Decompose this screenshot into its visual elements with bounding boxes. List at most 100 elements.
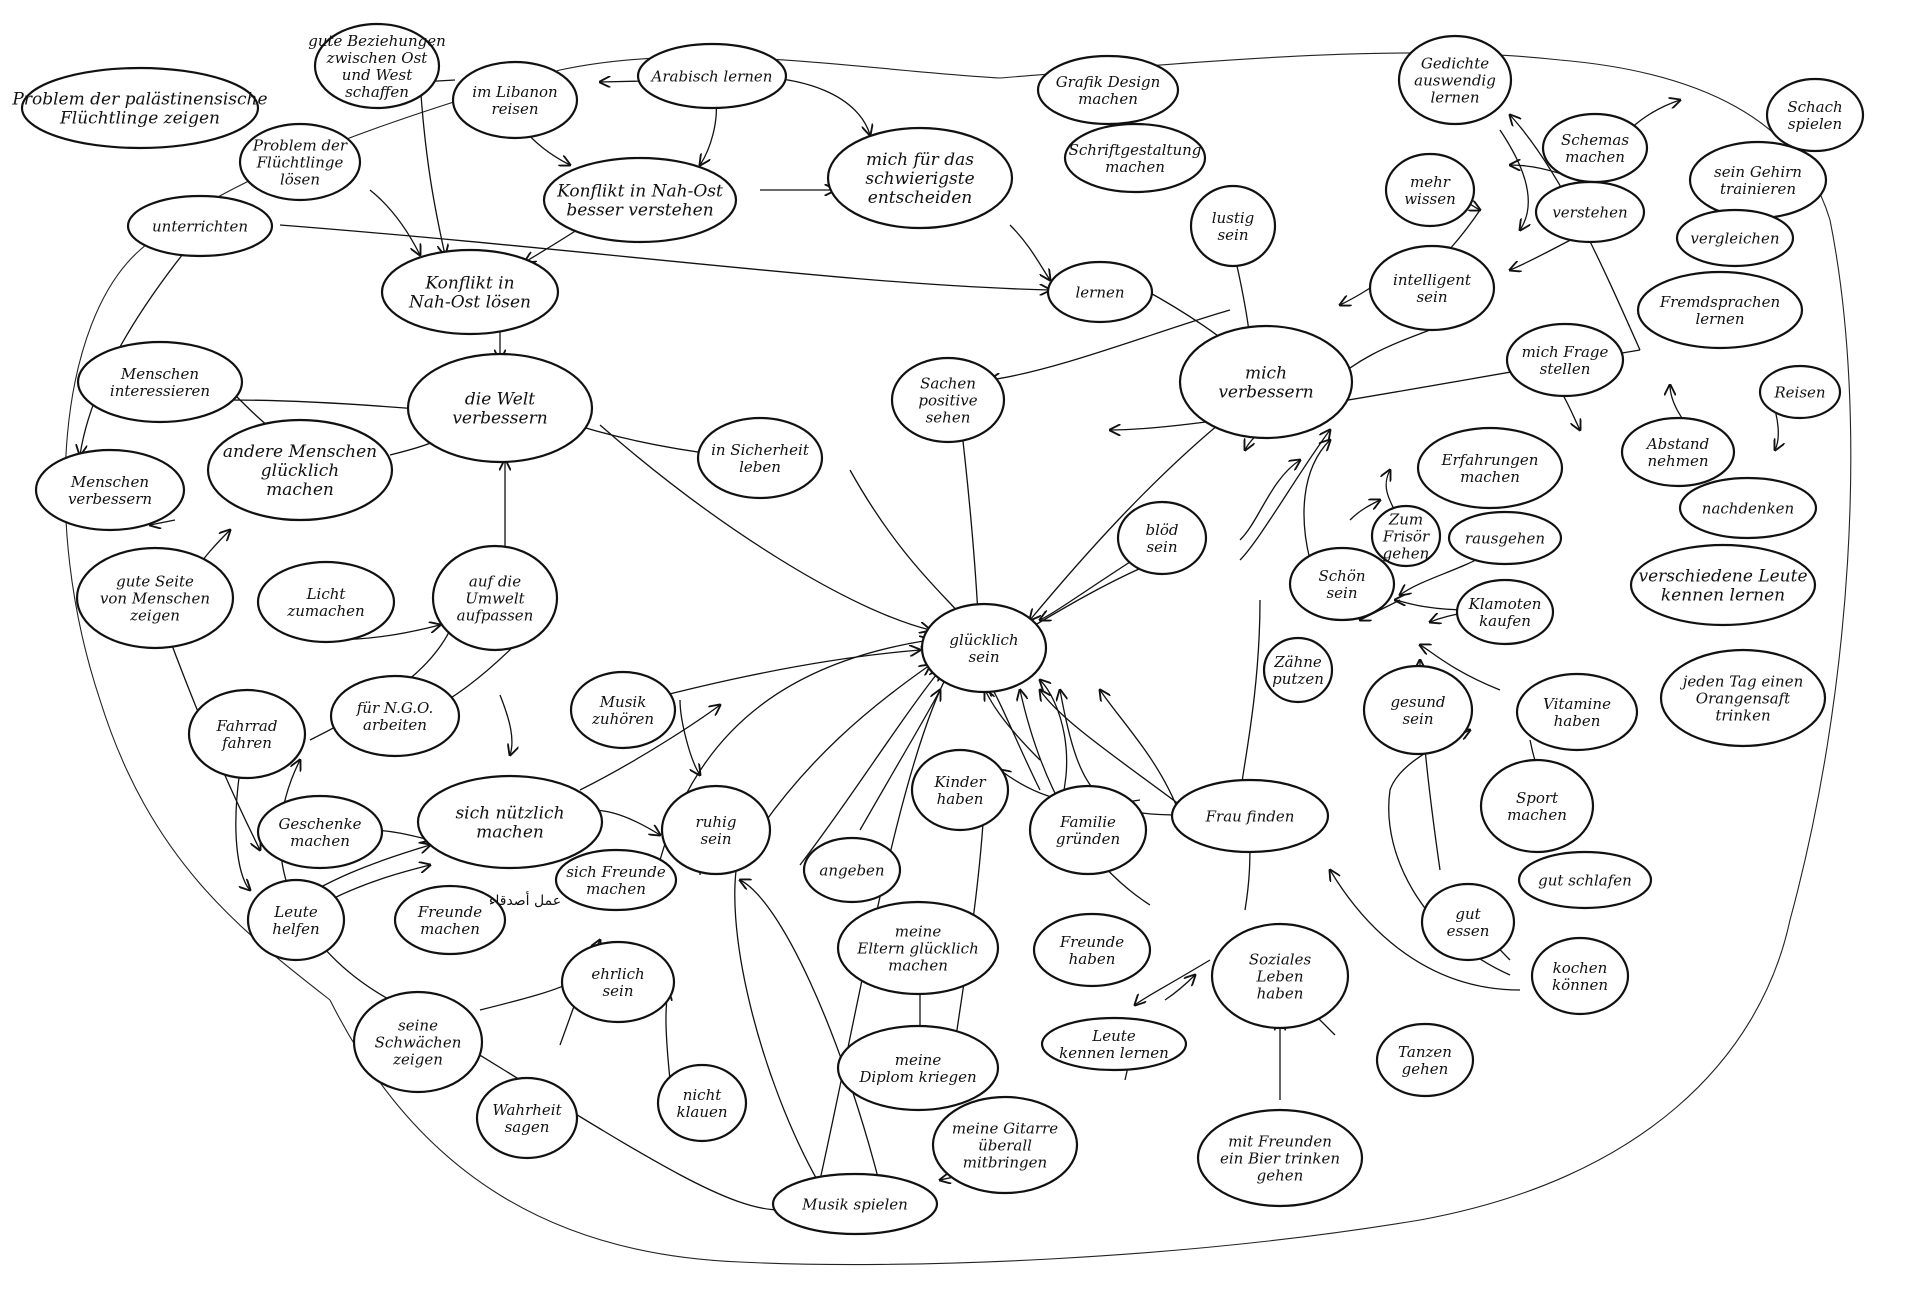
node-outline <box>256 794 384 870</box>
node-label-line: Umwelt <box>465 589 525 607</box>
node-outline <box>1032 912 1152 988</box>
node-outline <box>931 1095 1079 1195</box>
node-label-line: stellen <box>1540 360 1591 378</box>
node-label-line: kennen lernen <box>1059 1044 1169 1062</box>
node-label-line: sich Freunde <box>566 863 666 881</box>
node-label-line: nehmen <box>1648 452 1709 470</box>
node-outline <box>1675 208 1795 268</box>
node-unterrichten: unterrichten <box>126 194 274 258</box>
node-label-line: Schemas <box>1561 131 1629 149</box>
node-outline <box>1368 244 1496 332</box>
node-label-line: meine Gitarre <box>952 1119 1058 1137</box>
node-label-line: Zum <box>1388 510 1423 528</box>
node-label-line: die Welt <box>465 389 535 409</box>
node-label-line: entscheiden <box>868 188 972 208</box>
node-label-line: sein <box>1326 584 1357 602</box>
edge <box>329 865 430 901</box>
node-outline <box>1189 184 1277 268</box>
node-nachdenken: nachdenken <box>1678 476 1818 540</box>
node-label-line: interessieren <box>110 382 210 400</box>
node-label-line: und West <box>342 66 413 84</box>
node-label-line: ruhig <box>696 813 737 831</box>
node-label-line: glücklich <box>949 631 1018 649</box>
node-outline <box>75 546 235 650</box>
node-label-line: meine <box>895 1051 942 1069</box>
node-label-line: gründen <box>1056 830 1120 848</box>
node-outline <box>1447 510 1563 566</box>
arabic-annotation: عمل أصدقاء <box>489 891 561 909</box>
node-label-line: kaufen <box>1479 612 1531 630</box>
node-label-line: Flüchtlinge <box>256 153 344 171</box>
edge <box>1009 224 1050 280</box>
node-outline <box>238 122 362 202</box>
node-label-line: sein Gehirn <box>1714 163 1802 181</box>
node-reisen: Reisen <box>1758 364 1842 420</box>
edge <box>985 690 1041 761</box>
node-label-line: wissen <box>1404 190 1456 208</box>
node-label-line: auswendig <box>1414 71 1496 89</box>
node-label-line: Soziales <box>1249 950 1312 968</box>
node-label-line: helfen <box>272 920 319 938</box>
node-outline <box>406 352 594 464</box>
edge <box>235 769 250 890</box>
node-label-line: schwierigste <box>865 169 974 189</box>
node-label-line: Wahrheit <box>492 1101 562 1119</box>
node-outline <box>1262 636 1334 704</box>
node-label-line: Leute <box>273 903 318 921</box>
node-label-line: sein <box>968 648 999 666</box>
node-label-line: Eltern glücklich <box>856 939 978 957</box>
node-outline <box>1384 152 1476 228</box>
node-label-line: zeigen <box>392 1050 443 1068</box>
node-outline <box>76 340 244 424</box>
node-label-line: jeden Tag einen <box>1680 672 1803 690</box>
node-label-line: andere Menschen <box>223 442 377 462</box>
node-label-line: Nah-Ost lösen <box>408 292 531 312</box>
node-outline <box>1530 936 1630 1016</box>
edge <box>1239 460 1300 541</box>
node-outline <box>836 900 1000 996</box>
node-outline <box>1455 578 1555 646</box>
node-label-line: verstehen <box>1552 203 1627 221</box>
edge <box>499 694 512 755</box>
node-label-line: Schach <box>1787 98 1842 116</box>
node-label-line: Menschen <box>70 473 149 491</box>
node-outline <box>1063 122 1207 194</box>
node-outline <box>542 156 738 244</box>
node-label-line: glücklich <box>261 461 339 481</box>
edge <box>1100 690 1181 816</box>
node-label-line: intelligent <box>1393 271 1472 289</box>
node-label-line: machen <box>476 822 544 842</box>
node-label-line: ein Bier trinken <box>1220 1149 1340 1167</box>
node-outline <box>1620 416 1736 488</box>
node-label-line: gehen <box>1383 544 1430 562</box>
node-outline <box>554 848 678 912</box>
edge <box>229 399 430 410</box>
node-label-line: essen <box>1447 922 1490 940</box>
node-label-line: trainieren <box>1720 180 1796 198</box>
node-label-line: machen <box>1460 468 1520 486</box>
node-label-line: Freunde <box>1059 933 1124 951</box>
